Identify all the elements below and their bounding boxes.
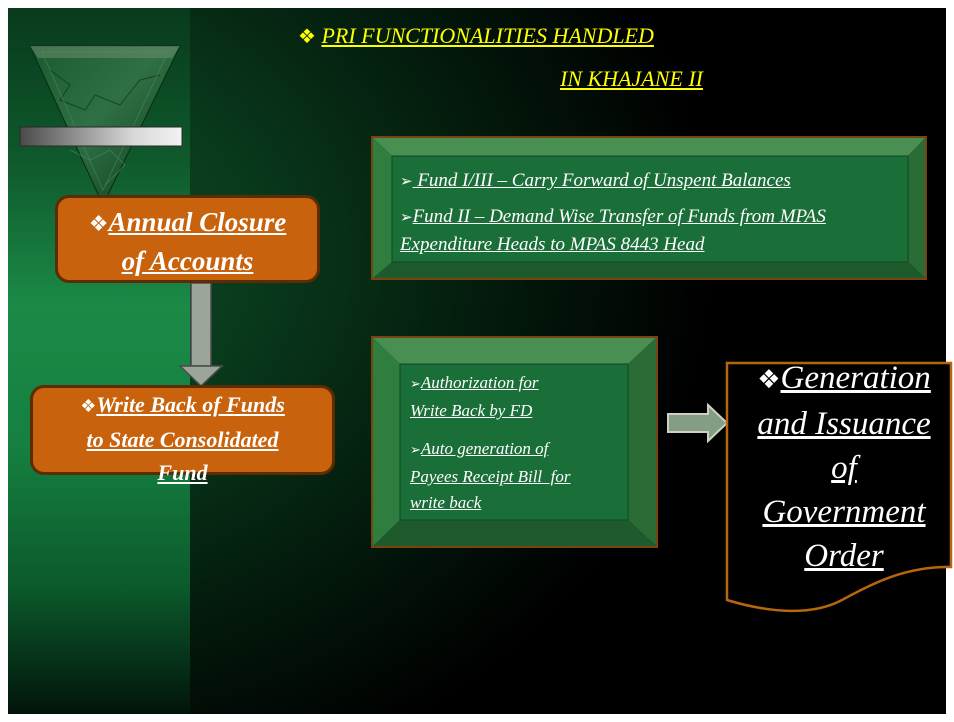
gov-order-line-1: ❖Generation (736, 356, 952, 402)
logo-triangle (29, 45, 181, 207)
fund-transfer-item-2-text-1: Fund II – Demand Wise Transfer of Funds … (412, 206, 826, 227)
gov-order-line-5: Order (736, 534, 952, 578)
arrow-bullet-icon: ➢ (410, 377, 421, 392)
logo (19, 45, 183, 207)
down-arrow (178, 282, 224, 388)
arrow-bullet-icon: ➢ (410, 443, 421, 458)
gov-order-line-2: and Issuance (736, 402, 952, 446)
gov-order-text-2: and Issuance (757, 406, 931, 442)
step-2-line-2: Payees Receipt Bill for (410, 464, 571, 490)
step-2-text-3: write back (410, 493, 482, 512)
write-back-text-2: to State Consolidated (86, 427, 279, 452)
write-back-step-item: ➢Auto generation of Payees Receipt Bill … (410, 436, 571, 516)
title-text-1: PRI FUNCTIONALITIES HANDLED (321, 23, 654, 48)
government-order-text: ❖Generation and Issuance of Government O… (736, 356, 952, 578)
title-bullet: ❖ (298, 24, 316, 48)
gov-order-line-4: Government (736, 490, 952, 534)
logo-bar (19, 126, 183, 147)
gov-order-text-3: of (831, 450, 857, 486)
step-1-text-2: Write Back by FD (410, 401, 533, 420)
write-back-box: ❖Write Back of Funds to State Consolidat… (30, 385, 335, 485)
annual-closure-line-2: of Accounts (58, 243, 317, 279)
write-back-steps-bevel-box (371, 336, 658, 548)
write-back-text-3: Fund (157, 460, 208, 485)
fund-transfer-item: ➢Fund II – Demand Wise Transfer of Funds… (400, 203, 826, 258)
write-back-text-1: Write Back of Funds (96, 392, 285, 417)
step-1-text-1: Authorization for (420, 373, 539, 392)
title-line-1: ❖ PRI FUNCTIONALITIES HANDLED (298, 22, 654, 50)
step-2-text-1: Auto generation of (420, 439, 549, 458)
gov-order-text-4: Government (762, 494, 926, 530)
annual-closure-box: ❖Annual Closure of Accounts (55, 195, 320, 283)
step-2-line-1: ➢Auto generation of (410, 436, 571, 464)
fund-transfer-item: ➢ Fund I/III – Carry Forward of Unspent … (400, 167, 826, 195)
gov-order-text-1: Generation (780, 360, 931, 396)
fund-transfer-item-2-text-2: Expenditure Heads to MPAS 8443 Head (400, 234, 705, 255)
write-back-steps-text: ➢Authorization for Write Back by FD ➢Aut… (410, 370, 571, 516)
write-back-line-3: Fund (33, 456, 332, 489)
fund-transfer-bevel-box (371, 136, 927, 280)
fund-transfer-item-2-line-1: ➢Fund II – Demand Wise Transfer of Funds… (400, 203, 826, 231)
logo-inner-triangle (41, 51, 169, 192)
annual-closure-line-1: ❖Annual Closure (58, 204, 317, 243)
write-back-line-2: to State Consolidated (33, 423, 332, 456)
title-text-2: IN KHAJANE II (560, 66, 703, 91)
title-line-2: IN KHAJANE II (560, 65, 703, 93)
right-arrow (667, 402, 729, 444)
logo-texture (69, 149, 126, 186)
document-shape (725, 361, 953, 613)
write-back-line-1: ❖Write Back of Funds (33, 388, 332, 423)
fund-transfer-item-1-line-1: ➢ Fund I/III – Carry Forward of Unspent … (400, 167, 826, 195)
arrow-bullet-icon: ➢ (400, 172, 413, 190)
step-1-line-1: ➢Authorization for (410, 370, 571, 398)
step-2-line-3: write back (410, 490, 571, 516)
annual-closure-bullet: ❖ (88, 212, 109, 237)
step-1-line-2: Write Back by FD (410, 398, 571, 424)
fund-transfer-item-1-text: Fund I/III – Carry Forward of Unspent Ba… (412, 170, 791, 191)
logo-texture (49, 69, 161, 111)
gov-order-bullet: ❖ (757, 365, 781, 395)
gov-order-line-3: of (736, 446, 952, 490)
fund-transfer-text: ➢ Fund I/III – Carry Forward of Unspent … (400, 167, 826, 258)
gov-order-text-5: Order (804, 538, 884, 574)
fund-transfer-item-2-line-2: Expenditure Heads to MPAS 8443 Head (400, 231, 826, 258)
write-back-bullet: ❖ (80, 396, 97, 417)
annual-closure-text-2: of Accounts (121, 246, 254, 276)
step-2-text-2: Payees Receipt Bill for (410, 467, 571, 486)
arrow-bullet-icon: ➢ (400, 208, 413, 226)
annual-closure-text-1: Annual Closure (108, 207, 287, 237)
write-back-step-item: ➢Authorization for Write Back by FD (410, 370, 571, 424)
